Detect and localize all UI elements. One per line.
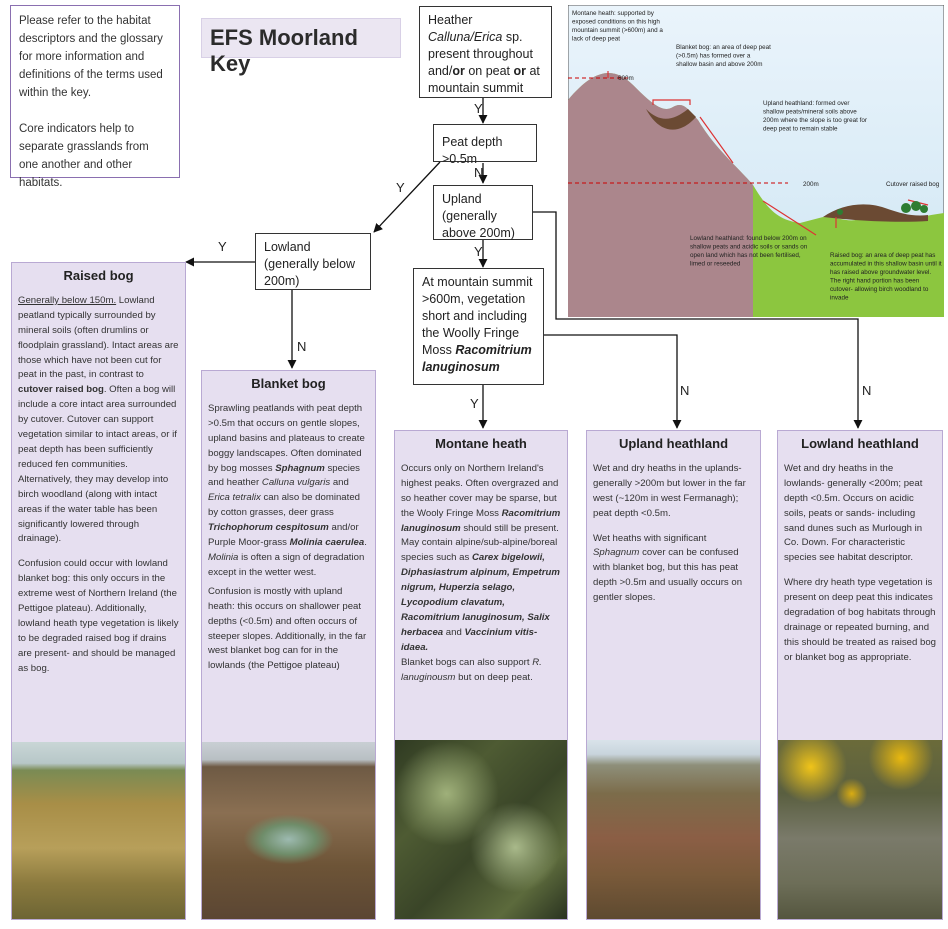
habitat-text: Where dry heath type vegetation is prese… bbox=[784, 577, 937, 663]
habitat-text: but on deep peat. bbox=[455, 671, 533, 683]
habitat-text: Erica tetralix bbox=[208, 492, 261, 504]
habitat-text: and bbox=[443, 626, 465, 638]
habitat-text: Confusion is mostly with upland heath: t… bbox=[208, 585, 367, 672]
profile-label-200m: 200m bbox=[803, 181, 819, 188]
intro-box: Please refer to the habitat descriptors … bbox=[10, 5, 180, 189]
profile-label-blanket: Blanket bog: an area of deep peat(>0.5m)… bbox=[676, 44, 771, 68]
habitat-text: Confusion could occur with lowland blank… bbox=[18, 558, 179, 674]
no-label: N bbox=[680, 383, 690, 398]
yes-label: Y bbox=[474, 244, 483, 259]
raised-bog-photo bbox=[12, 742, 185, 919]
habitat-text: cover can be confused with blanket bog, … bbox=[593, 547, 743, 604]
habitat-text: Wet and dry heaths in the uplands- gener… bbox=[593, 462, 746, 519]
raised-peat bbox=[823, 204, 928, 222]
habitat-text: . bbox=[364, 537, 367, 549]
node-text: Calluna/Erica bbox=[428, 30, 503, 44]
node-text: at mountain summit bbox=[428, 64, 540, 95]
habitat-text: Lowland peatland typically surrounded by… bbox=[18, 294, 179, 381]
habitat-text: Blanket bogs can also support bbox=[401, 656, 533, 668]
yes-label: Y bbox=[470, 396, 479, 411]
upland-heathland-photo bbox=[587, 740, 760, 919]
habitat-text: . Often a bog will include a core intact… bbox=[18, 384, 177, 545]
lowland-heathland-photo bbox=[778, 740, 942, 919]
upland-node: Upland (generally above 200m) bbox=[433, 185, 533, 240]
habitat-title: Upland heathland bbox=[618, 436, 729, 451]
node-text: or bbox=[452, 64, 465, 78]
yes-label: Y bbox=[218, 239, 227, 254]
habitat-text: Occurs only on Northern Ireland's highes… bbox=[401, 462, 559, 519]
habitat-text: Trichophorum cespitosum bbox=[208, 522, 329, 534]
habitat-title: Montane heath bbox=[435, 436, 527, 451]
habitat-text: and bbox=[330, 477, 349, 489]
heather-question-node: Heather Calluna/Erica sp. present throug… bbox=[419, 6, 552, 98]
habitat-text: should still be present. May contain alp… bbox=[401, 522, 559, 564]
node-text: on peat bbox=[464, 64, 514, 78]
birch-trees bbox=[837, 201, 928, 215]
habitat-title: Lowland heathland bbox=[801, 436, 919, 451]
mountain bbox=[568, 73, 753, 317]
intro-text: Please refer to the habitat descriptors … bbox=[19, 15, 163, 99]
habitat-text: Calluna vulgaris bbox=[261, 477, 331, 489]
habitat-title: Blanket bog bbox=[251, 376, 326, 391]
habitat-text: species and heather bbox=[208, 462, 360, 489]
habitat-text: and/or Purple Moor-grass bbox=[208, 522, 359, 549]
habitat-text: Molinia caerulea bbox=[289, 537, 365, 549]
habitat-text: Generally below 150m. bbox=[18, 294, 117, 306]
habitat-text: can also be dominated by cotton grasses,… bbox=[208, 492, 360, 519]
profile-label-600m: 600m bbox=[618, 75, 634, 82]
summit-question-node: At mountain summit >600m, vegetation sho… bbox=[413, 268, 544, 385]
habitat-text: is often a sign of degradation except in… bbox=[208, 551, 365, 578]
habitat-text: Racomitrium lanuginosum bbox=[401, 507, 561, 534]
habitat-text: R. lanuginousm bbox=[401, 656, 542, 683]
habitat-text: Wet and dry heaths in the lowlands- gene… bbox=[784, 462, 923, 564]
no-label: N bbox=[297, 339, 307, 354]
node-text: or bbox=[513, 64, 527, 78]
node-text: Heather bbox=[428, 13, 473, 27]
habitat-text: Sprawling peatlands with peat depth >0.5… bbox=[208, 402, 365, 474]
habitat-text: Sphagnum bbox=[275, 462, 325, 474]
no-label: N bbox=[862, 383, 872, 398]
habitat-text: Vaccinium vitis-idaea. bbox=[401, 626, 538, 653]
node-text: At mountain summit >600m, vegetation sho… bbox=[422, 275, 533, 357]
blanket-peat bbox=[646, 109, 696, 130]
peat-depth-node: Peat depth >0.5m bbox=[433, 124, 537, 166]
blanket-bog-photo bbox=[202, 742, 375, 919]
page-title: EFS Moorland Key bbox=[201, 18, 401, 76]
habitat-text: Molinia bbox=[208, 551, 239, 563]
yes-label: Y bbox=[474, 101, 483, 116]
montane-heath-photo bbox=[395, 740, 567, 919]
yes-label: Y bbox=[396, 180, 405, 195]
habitat-text: cutover raised bog bbox=[18, 384, 104, 396]
no-label: N bbox=[474, 165, 484, 180]
profile-label-cutover: Cutover raised bog bbox=[886, 181, 940, 188]
node-text: Racomitrium lanuginosum bbox=[422, 343, 532, 374]
lowland-node: Lowland (generally below 200m) bbox=[255, 233, 371, 290]
habitat-text: Wet heaths with significant bbox=[593, 532, 707, 544]
intro-text: Core indicators help to separate grassla… bbox=[19, 123, 149, 189]
node-text: sp. present throughout and/ bbox=[428, 30, 533, 78]
habitat-text: Sphagnum bbox=[593, 547, 640, 559]
habitat-title: Raised bog bbox=[63, 268, 134, 283]
habitat-text: Carex bigelowii, Diphasiastrum alpinum, … bbox=[401, 552, 560, 638]
